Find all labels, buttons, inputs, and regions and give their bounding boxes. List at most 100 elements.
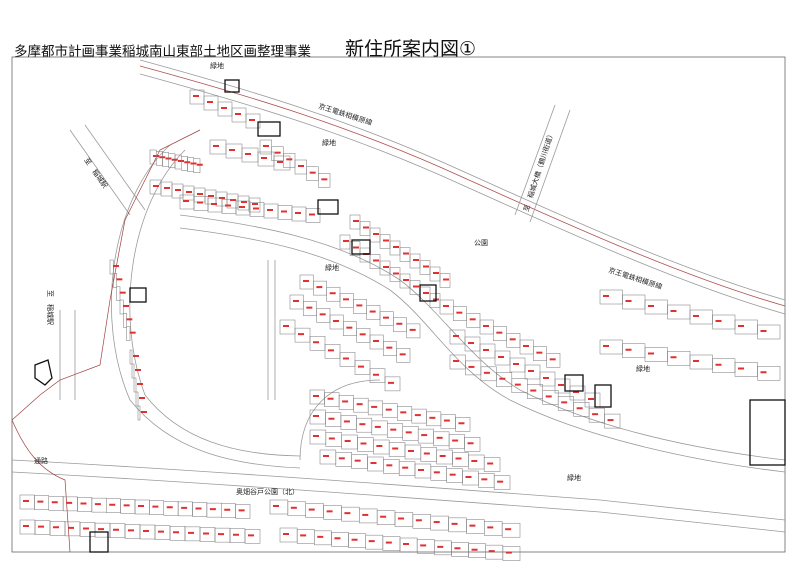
lot-number-mark <box>230 199 236 201</box>
lot-number-mark <box>760 371 767 374</box>
lot-number-mark <box>281 210 287 213</box>
lot-number-mark <box>423 265 429 268</box>
lot-number-mark <box>414 414 421 417</box>
lot-number-mark <box>561 401 568 404</box>
parcel <box>273 155 291 171</box>
parcel <box>245 113 261 129</box>
lot-number-mark <box>423 292 429 294</box>
lot-number-mark <box>487 526 494 529</box>
lot-number-mark <box>487 462 494 465</box>
lot-number-mark <box>195 507 202 510</box>
lot-number-mark <box>363 226 369 229</box>
lot-number-mark <box>359 423 366 426</box>
lot-number-mark <box>443 305 449 307</box>
lot-number-mark <box>152 505 159 508</box>
lot-number-mark <box>138 505 144 507</box>
lot-number-mark <box>267 209 273 211</box>
lot-number-mark <box>283 325 289 327</box>
lot-number-mark <box>738 325 744 327</box>
lot-number-mark <box>418 469 424 471</box>
lot-number-mark <box>188 531 194 534</box>
lot-number-mark <box>317 535 324 538</box>
lot-number-mark <box>38 525 44 528</box>
lot-number-mark <box>207 101 213 103</box>
lot-number-mark <box>261 157 267 159</box>
lot-number-mark <box>413 285 419 288</box>
lot-number-mark <box>469 318 476 321</box>
lot-number-mark <box>421 434 428 437</box>
lot-number-mark <box>295 212 301 214</box>
lot-number-mark <box>113 528 119 531</box>
parcel <box>244 529 261 544</box>
lot-number-mark <box>143 530 149 532</box>
lot-number-mark <box>603 345 609 347</box>
label-to-station-2: 至 稲城駅 <box>46 290 55 325</box>
parcel <box>502 546 521 561</box>
lot-number-mark <box>373 340 379 342</box>
lot-number-mark <box>128 529 134 532</box>
parcel <box>116 286 121 301</box>
lot-number-mark <box>153 185 159 187</box>
lot-number-mark <box>338 457 345 460</box>
lot-number-mark <box>458 422 465 425</box>
lot-number-mark <box>592 413 599 416</box>
lot-number-mark <box>316 286 323 289</box>
lot-number-mark <box>403 279 409 281</box>
lot-number-mark <box>625 348 632 351</box>
lot-number-mark <box>403 252 409 255</box>
lot-number-mark <box>483 349 489 351</box>
lot-number-mark <box>344 440 351 442</box>
lot-number-mark <box>229 149 235 151</box>
lot-number-mark <box>249 119 255 121</box>
lot-number-mark <box>471 548 478 551</box>
lot-number-mark <box>351 538 358 541</box>
lot-number-mark <box>370 462 377 464</box>
parcel <box>235 504 251 519</box>
lot-number-mark <box>505 551 512 554</box>
lot-number-mark <box>323 455 329 457</box>
lot-number-mark <box>218 533 224 536</box>
lot-number-mark <box>235 113 241 115</box>
lot-number-mark <box>37 500 44 503</box>
lot-number-mark <box>405 431 412 434</box>
parcel <box>294 327 311 343</box>
lot-number-mark <box>321 178 328 181</box>
lot-number-mark <box>359 333 366 336</box>
lot-number-mark <box>738 367 744 370</box>
lot-number-mark <box>211 203 217 205</box>
lot-number-mark <box>385 541 392 544</box>
lot-number-mark <box>648 305 654 307</box>
parcel <box>133 377 137 393</box>
lot-number-mark <box>453 360 459 362</box>
lot-number-mark <box>433 272 439 274</box>
lot-number-mark <box>328 417 335 420</box>
highlighted-parcels <box>34 79 786 553</box>
parcel <box>757 324 781 340</box>
lot-number-mark <box>306 306 313 309</box>
lot-number-mark <box>129 331 136 334</box>
lot-number-mark <box>183 200 189 202</box>
lot-number-mark <box>358 365 364 368</box>
lot-number-mark <box>313 415 319 417</box>
lot-number-mark <box>221 107 227 109</box>
lot-number-mark <box>530 389 537 392</box>
map-labels: 緑地 緑地 緑地 緑地 緑地 公園 京王電鉄相模原線 京王電鉄相模原線 至 稲城… <box>34 61 663 496</box>
lot-number-mark <box>343 240 349 242</box>
lot-number-mark <box>373 259 379 262</box>
lot-number-mark <box>213 145 219 147</box>
lot-number-mark <box>536 351 543 354</box>
lot-number-mark <box>420 544 427 547</box>
lot-number-mark <box>248 534 254 537</box>
lot-number-mark <box>454 547 461 550</box>
lot-number-mark <box>196 163 203 166</box>
lot-number-mark <box>346 326 353 329</box>
lot-number-mark <box>715 363 722 366</box>
parcel <box>354 360 371 375</box>
lot-number-mark <box>390 428 397 431</box>
lot-number-mark <box>392 447 399 450</box>
lot-number-mark <box>123 305 129 307</box>
lot-number-mark <box>670 356 677 359</box>
lot-number-mark <box>313 435 319 437</box>
parcel <box>604 413 621 429</box>
